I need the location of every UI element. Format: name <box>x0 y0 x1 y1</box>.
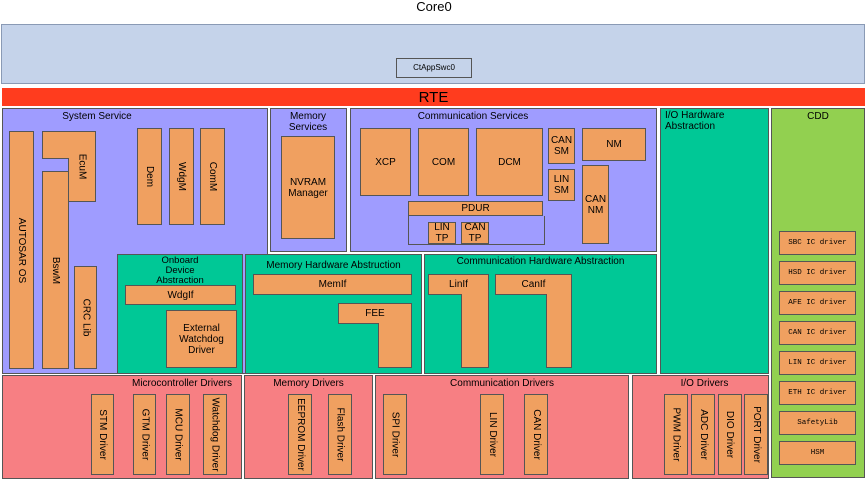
linif-box[interactable]: LinIf <box>428 274 489 295</box>
io-drivers-title: I/O Drivers <box>680 378 729 389</box>
fee-stem <box>378 323 412 368</box>
pwm-driver-label: PWM Driver <box>670 407 682 462</box>
sbc-ic-driver-box[interactable]: SBC IC driver <box>779 231 856 255</box>
crc-lib-label: CRC Lib <box>80 298 92 337</box>
port-driver-box[interactable]: PORT Driver <box>744 394 768 475</box>
spi-driver-box[interactable]: SPI Driver <box>383 394 407 475</box>
bswm-label: BswM <box>50 256 62 284</box>
comm-hw-abstraction-title: Communication Hardware Abstraction <box>456 256 625 267</box>
pdur-frame <box>408 216 545 245</box>
comm-box[interactable]: ComM <box>200 128 225 225</box>
bswm-box[interactable]: BswM <box>42 171 69 369</box>
can-nm-box[interactable]: CAN NM <box>582 165 609 244</box>
ecum-box[interactable]: EcuM <box>68 131 96 202</box>
port-driver-label: PORT Driver <box>750 406 762 463</box>
page-title: Core0 <box>416 0 452 14</box>
lin-driver-label: LIN Driver <box>486 411 498 458</box>
canif-box[interactable]: CanIf <box>495 274 572 295</box>
ecum-tab <box>42 131 69 159</box>
microcontroller-drivers-area <box>2 375 242 479</box>
memory-hw-abstraction-title: Memory Hardware Abstruction <box>266 260 401 271</box>
comm-hw-abstraction-area <box>424 254 657 374</box>
canif-stem <box>546 294 572 368</box>
linif-stem <box>461 294 489 368</box>
lin-tp-box[interactable]: LIN TP <box>428 222 456 244</box>
fee-box[interactable]: FEE <box>338 303 412 324</box>
eeprom-driver-label: EEPROM Driver <box>294 398 306 471</box>
afe-ic-driver-box[interactable]: AFE IC driver <box>779 291 856 315</box>
io-hw-abstraction-area <box>660 108 769 374</box>
dio-driver-box[interactable]: DIO Driver <box>718 394 742 475</box>
nvram-manager-box[interactable]: NVRAM Manager <box>281 136 335 239</box>
comm-label: ComM <box>207 161 219 192</box>
pwm-driver-box[interactable]: PWM Driver <box>664 394 688 475</box>
memory-services-title: Memory Services <box>288 111 328 133</box>
communication-drivers-title: Communication Drivers <box>450 378 554 389</box>
dcm-box[interactable]: DCM <box>476 128 543 196</box>
com-box[interactable]: COM <box>418 128 469 196</box>
eth-ic-driver-box[interactable]: ETH IC driver <box>779 381 856 405</box>
can-ic-driver-box[interactable]: CAN IC driver <box>779 321 856 345</box>
dio-driver-label: DIO Driver <box>724 410 736 459</box>
watchdog-driver-label: Watchdog Driver <box>209 397 221 472</box>
external-watchdog-driver-box[interactable]: External Watchdog Driver <box>166 310 237 368</box>
dem-label: Dem <box>144 165 155 188</box>
ecum-label: EcuM <box>76 153 88 180</box>
autosar-os-label: AUTOSAR OS <box>16 217 28 283</box>
io-hw-abstraction-title: I/O Hardware Abstraction <box>665 110 725 132</box>
lin-driver-box[interactable]: LIN Driver <box>480 394 504 475</box>
can-driver-box[interactable]: CAN Driver <box>524 394 548 475</box>
onboard-device-abstraction-title: Onboard Device Abstraction <box>156 255 204 286</box>
adc-driver-label: ADC Driver <box>697 409 709 460</box>
xcp-box[interactable]: XCP <box>360 128 411 196</box>
wdgif-box[interactable]: WdgIf <box>125 285 236 305</box>
gtm-driver-label: GTM Driver <box>139 408 151 461</box>
ctappswc0-box[interactable]: CtAppSwc0 <box>396 58 472 78</box>
autosar-os-box[interactable]: AUTOSAR OS <box>9 131 34 369</box>
crc-lib-box[interactable]: CRC Lib <box>74 266 97 369</box>
microcontroller-drivers-title: Microcontroller Drivers <box>131 378 232 389</box>
nm-box[interactable]: NM <box>582 128 646 161</box>
wdgm-box[interactable]: WdgM <box>169 128 194 225</box>
hsm-box[interactable]: HSM <box>779 441 856 465</box>
flash-driver-label: Flash Driver <box>334 407 346 462</box>
can-sm-box[interactable]: CAN SM <box>548 128 575 164</box>
safetylib-box[interactable]: SafetyLib <box>779 411 856 435</box>
can-driver-label: CAN Driver <box>530 409 542 460</box>
lin-sm-box[interactable]: LIN SM <box>548 169 575 201</box>
spi-driver-label: SPI Driver <box>389 411 401 458</box>
stm-driver-label: STM Driver <box>97 409 108 460</box>
flash-driver-box[interactable]: Flash Driver <box>328 394 352 475</box>
memory-drivers-title: Memory Drivers <box>273 378 344 389</box>
rte-label: RTE <box>418 88 449 106</box>
eeprom-driver-box[interactable]: EEPROM Driver <box>288 394 312 475</box>
stm-driver-box[interactable]: STM Driver <box>91 394 114 475</box>
adc-driver-box[interactable]: ADC Driver <box>691 394 715 475</box>
hsd-ic-driver-box[interactable]: HSD IC driver <box>779 261 856 285</box>
mcu-driver-box[interactable]: MCU Driver <box>166 394 190 475</box>
memif-box[interactable]: MemIf <box>253 274 412 295</box>
cdd-title: CDD <box>807 111 829 122</box>
pdur-box[interactable]: PDUR <box>408 201 543 216</box>
lin-ic-driver-box[interactable]: LIN IC driver <box>779 351 856 375</box>
dem-box[interactable]: Dem <box>137 128 162 225</box>
rte-bar: RTE <box>2 88 865 106</box>
can-tp-box[interactable]: CAN TP <box>461 222 489 244</box>
communication-services-title: Communication Services <box>417 111 529 122</box>
mcu-driver-label: MCU Driver <box>172 408 184 461</box>
gtm-driver-box[interactable]: GTM Driver <box>133 394 156 475</box>
watchdog-driver-box[interactable]: Watchdog Driver <box>203 394 227 475</box>
system-service-title: System Service <box>62 111 132 122</box>
wdgm-label: WdgM <box>176 162 187 191</box>
